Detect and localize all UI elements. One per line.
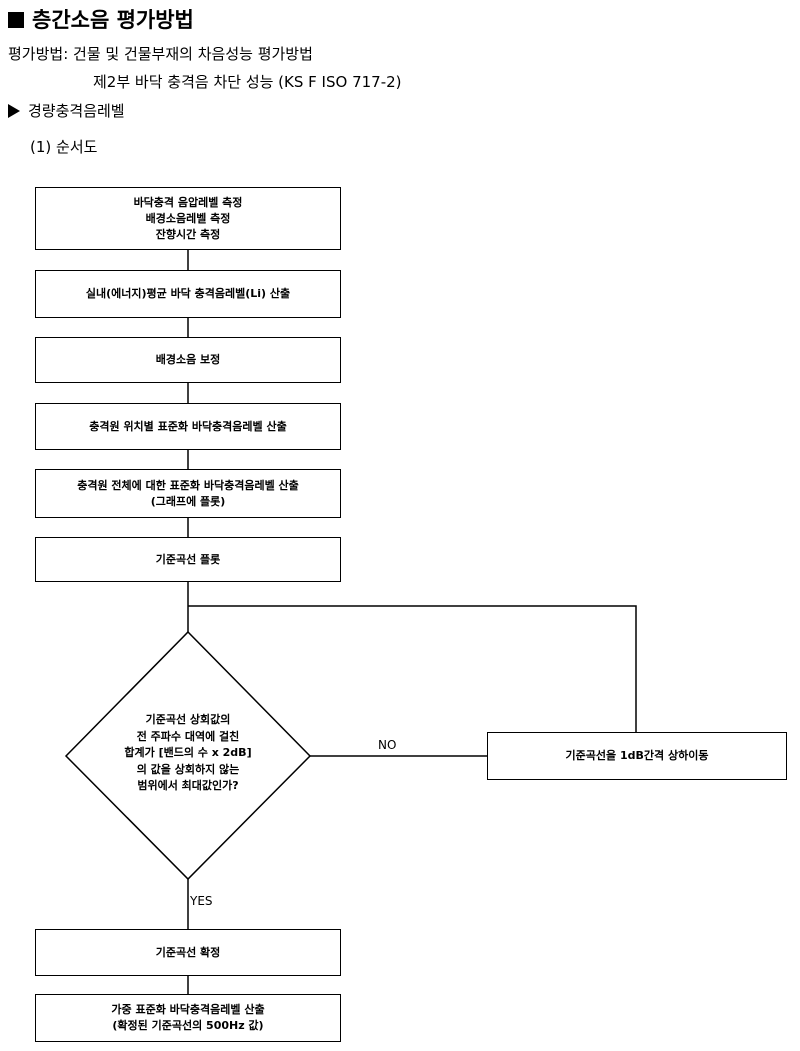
step-plot-reference-box: 기준곡선 플롯	[35, 537, 341, 582]
step4-text: 충격원 위치별 표준화 바닥충격음레벨 산출	[89, 419, 287, 433]
square-bullet-icon	[8, 12, 24, 28]
step8-line1: 가중 표준화 바닥충격음레벨 산출	[111, 1003, 265, 1016]
yes-label: YES	[190, 894, 213, 908]
step6-text: 기준곡선 플롯	[155, 552, 221, 566]
no-label: NO	[378, 738, 397, 752]
step-all-sources-box: 충격원 전체에 대한 표준화 바닥충격음레벨 산출 (그래프에 플롯)	[35, 469, 341, 518]
adjust-step-text: 기준곡선을 1dB간격 상하이동	[565, 749, 709, 762]
loop-back-connector	[188, 605, 637, 732]
method-line: 평가방법: 건물 및 건물부재의 차음성능 평가방법	[8, 45, 313, 63]
decision-diamond	[64, 630, 312, 881]
decision-line5: 범위에서 최대값인가?	[137, 779, 239, 792]
step5-line1: 충격원 전체에 대한 표준화 바닥충격음레벨 산출	[77, 478, 299, 492]
step7-text: 기준곡선 확정	[155, 945, 221, 959]
subsection-heading: (1) 순서도	[30, 138, 98, 156]
decision-line4: 의 값을 상회하지 않는	[136, 762, 240, 776]
section-heading-text: 경량충격음레벨	[28, 102, 125, 120]
step1-line1: 바닥충격 음압레벨 측정	[133, 195, 243, 209]
page-title-text: 층간소음 평가방법	[32, 8, 194, 32]
step-weighted-level-box: 가중 표준화 바닥충격음레벨 산출 (확정된 기준곡선의 500Hz 값)	[35, 994, 341, 1042]
decision-line1: 기준곡선 상회값의	[145, 713, 231, 726]
decision-line3: 합계가 [밴드의 수 x 2dB]	[124, 746, 252, 759]
step-average-level-box: 실내(에너지)평균 바닥 충격음레벨(Li) 산출	[35, 270, 341, 318]
step-measure-box: 바닥충격 음압레벨 측정 배경소음레벨 측정 잔향시간 측정	[35, 187, 341, 250]
step5-line2: (그래프에 플롯)	[150, 494, 226, 508]
step-confirm-reference-box: 기준곡선 확정	[35, 929, 341, 976]
step8-line2: (확정된 기준곡선의 500Hz 값)	[112, 1019, 264, 1032]
standard-line: 제2부 바닥 충격음 차단 성능 (KS F ISO 717-2)	[93, 73, 402, 91]
page-title: 층간소음 평가방법	[8, 4, 194, 34]
decision-text: 기준곡선 상회값의 전 주파수 대역에 걸친 합계가 [밴드의 수 x 2dB]…	[88, 712, 288, 795]
step2-text: 실내(에너지)평균 바닥 충격음레벨(Li) 산출	[85, 287, 291, 300]
step-background-correction-box: 배경소음 보정	[35, 337, 341, 383]
adjust-curve-box: 기준곡선을 1dB간격 상하이동	[487, 732, 787, 780]
triangle-bullet-icon	[8, 104, 20, 118]
step1-line2: 배경소음레벨 측정	[145, 211, 231, 225]
step-source-position-box: 충격원 위치별 표준화 바닥충격음레벨 산출	[35, 403, 341, 450]
decision-line2: 전 주파수 대역에 걸친	[136, 729, 240, 743]
step3-text: 배경소음 보정	[155, 353, 221, 366]
section-heading: 경량충격음레벨	[8, 100, 125, 121]
step1-line3: 잔향시간 측정	[155, 227, 221, 241]
